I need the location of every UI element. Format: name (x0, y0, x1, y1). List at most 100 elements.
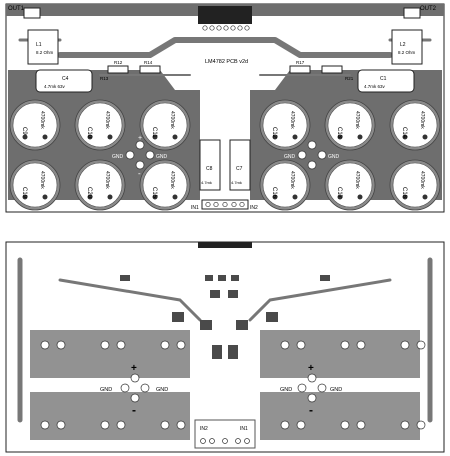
out2-connector (403, 7, 421, 19)
resistor-r17-label: R17 (296, 60, 305, 65)
cap-c1-ref: C1 (380, 76, 387, 82)
big-cap-value: 4700mk (419, 171, 425, 189)
big-cap-ref: C15 (151, 187, 157, 199)
top-gnd-label-2: GND (156, 154, 168, 160)
bottom-cap-pad (160, 420, 170, 430)
big-cap-value: 4700mk (104, 171, 110, 189)
bottom-board: GND GND GND GND + - + - IN2 IN1 (5, 241, 445, 453)
cap-c7-value: 4.7mk (231, 180, 242, 185)
gnd-pad-diamond-left (125, 140, 155, 170)
top-in2-label: IN2 (250, 205, 258, 211)
out2-label: OUT2 (420, 6, 437, 12)
cap-c7-ref: C7 (236, 166, 243, 172)
bottom-cap-pad (176, 340, 186, 350)
big-cap-c18: C18 4700mk (389, 159, 441, 211)
bottom-gnd-label-3: GND (280, 387, 292, 393)
cap-c4 (35, 69, 93, 93)
bottom-cap-pad (100, 340, 110, 350)
big-cap-ref: C19 (21, 187, 27, 199)
big-cap-ref: C9 (21, 127, 27, 135)
big-cap-c12: C12 4700mk (259, 99, 311, 151)
big-cap-ref: C18 (401, 187, 407, 199)
bottom-cap-pad (116, 340, 126, 350)
coil-l1 (27, 29, 59, 65)
big-cap-value: 4700mk (169, 111, 175, 129)
bottom-in2-label: IN2 (200, 426, 208, 432)
bottom-minus-left: - (132, 403, 136, 417)
bottom-smd-cluster (120, 275, 330, 359)
bottom-cap-pad (176, 420, 186, 430)
bottom-gnd-label-4: GND (330, 387, 342, 393)
coil-l1-value: 8.2 Ohm (36, 50, 54, 55)
bottom-plus-right: + (308, 363, 314, 374)
bottom-cap-pad (416, 420, 426, 430)
bottom-diag-traces (58, 278, 392, 322)
big-cap-ref: C11 (151, 127, 157, 138)
ic-pin-row (202, 25, 250, 31)
top-plus-sign: + (138, 135, 142, 142)
top-in1-label: IN1 (191, 205, 199, 211)
big-cap-value: 4700mk (104, 111, 110, 129)
bottom-cap-pads (40, 340, 426, 430)
cap-c8 (199, 139, 221, 191)
bottom-gnd-label-1: GND (100, 387, 112, 393)
big-cap-value: 4700mk (289, 171, 295, 189)
top-board: LM4782 PCB v2d OUT1 OUT2 L1 8.2 Ohm L2 8… (5, 3, 445, 213)
big-cap-ref: C20 (86, 187, 92, 199)
big-cap-c15: C15 4700mk (139, 159, 191, 211)
big-cap-value: 4700mk (354, 171, 360, 189)
big-cap-value: 4700mk (419, 111, 425, 129)
big-cap-value: 4700mk (169, 171, 175, 189)
bottom-cap-pad (400, 420, 410, 430)
bottom-plus-left: + (131, 363, 137, 374)
bottom-input-area (194, 419, 256, 449)
board-title: LM4782 PCB v2d (205, 59, 248, 65)
big-cap-value: 4700mk (354, 111, 360, 129)
bottom-cap-pad (56, 420, 66, 430)
big-cap-c19: C19 4700mk (9, 159, 61, 211)
bottom-cap-pad (280, 420, 290, 430)
top-minus-sign: - (138, 169, 141, 178)
top-gnd-label-1: GND (112, 154, 124, 160)
big-cap-ref: C12 (271, 127, 277, 139)
cap-c8-value: 4.7mk (201, 180, 212, 185)
big-cap-ref: C16 (271, 187, 277, 199)
bottom-cap-pad (296, 420, 306, 430)
bottom-cap-pad (280, 340, 290, 350)
coil-l2-ref: L2 (400, 42, 406, 48)
bottom-cap-pad (160, 340, 170, 350)
bottom-in1-label: IN1 (240, 426, 248, 432)
bottom-ic-mark (198, 242, 252, 248)
cap-c8-ref: C8 (206, 166, 213, 172)
input-pad-row (201, 199, 249, 210)
coil-l1-ref: L1 (36, 42, 42, 48)
top-gnd-label-4: GND (328, 154, 340, 160)
bottom-cap-pad (116, 420, 126, 430)
bottom-cap-pad (356, 340, 366, 350)
bottom-minus-right: - (309, 403, 313, 417)
resistor-r12-label: R12 (114, 60, 123, 65)
bottom-cap-pad (40, 340, 50, 350)
top-gnd-label-3: GND (284, 154, 296, 160)
resistor-r13-label: R13 (100, 76, 109, 81)
bottom-gnd-diamond-left (120, 373, 150, 403)
big-cap-value: 4700mk (39, 171, 45, 189)
big-cap-ref: C13 (336, 127, 342, 139)
bottom-gnd-label-2: GND (156, 387, 168, 393)
bottom-cap-pad (400, 340, 410, 350)
resistor-r14-label: R14 (144, 60, 153, 65)
gnd-pad-diamond-right (297, 140, 327, 170)
top-big-caps: C94700mkC104700mkC114700mkC124700mkC1347… (9, 99, 441, 211)
cap-c1-value: 4.7mk 63v (364, 84, 386, 89)
cap-c4-value: 4.7mk 63v (44, 84, 66, 89)
resistor-group (107, 65, 343, 74)
big-cap-value: 4700mk (289, 111, 295, 129)
bottom-cap-pad (340, 340, 350, 350)
bottom-side-traces (17, 257, 433, 423)
bottom-input-pads (200, 438, 250, 444)
